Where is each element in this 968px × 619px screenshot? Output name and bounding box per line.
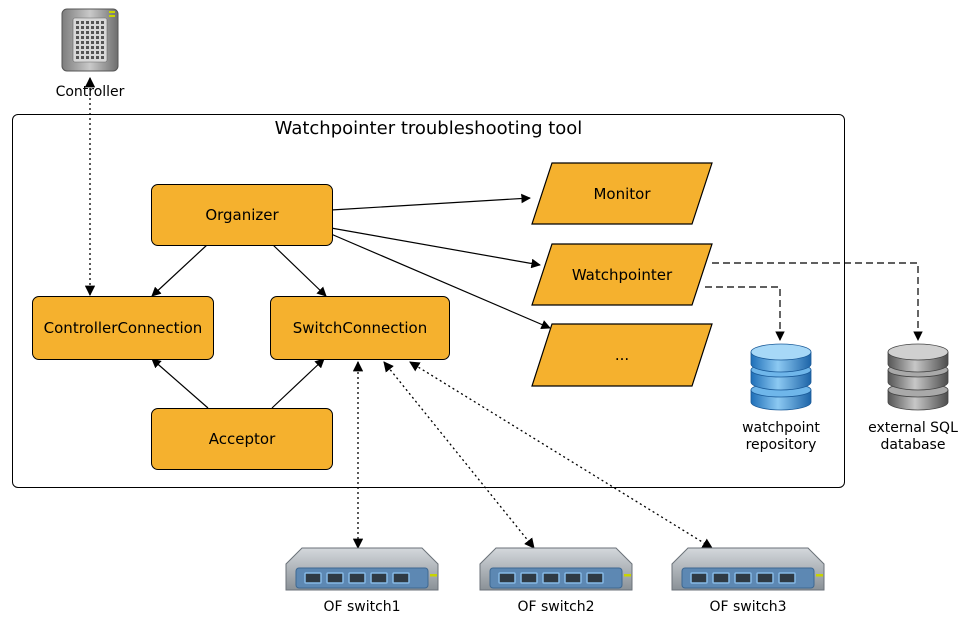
more-shape bbox=[531, 323, 713, 387]
edge-watchpointer-repository bbox=[705, 286, 785, 341]
sql-database-icon bbox=[887, 343, 949, 411]
acceptor-label: Acceptor bbox=[208, 430, 276, 448]
of-switch-1: OF switch1 bbox=[282, 546, 442, 616]
switch-label: OF switch3 bbox=[709, 599, 787, 615]
switchconnection-box: SwitchConnection bbox=[270, 296, 450, 360]
switch-icon bbox=[671, 547, 825, 591]
switch-icon bbox=[285, 547, 439, 591]
sql-database-line2: database bbox=[880, 437, 946, 453]
edge-switchconnection-switch3 bbox=[409, 361, 713, 549]
edge-acceptor-controllerconnection bbox=[151, 358, 209, 409]
of-switch-3: OF switch3 bbox=[668, 546, 828, 616]
more-label: ... bbox=[614, 346, 630, 364]
organizer-box: Organizer bbox=[151, 184, 333, 246]
edge-watchpointer-sqldb bbox=[712, 262, 923, 341]
controllerconnection-box: ControllerConnection bbox=[32, 296, 214, 360]
edge-organizer-controllerconnection bbox=[151, 243, 209, 297]
organizer-label: Organizer bbox=[205, 206, 279, 224]
edge-organizer-switchconnection bbox=[271, 243, 327, 297]
edge-organizer-watchpointer bbox=[330, 227, 541, 269]
watchpoint-repository-line2: repository bbox=[745, 437, 817, 453]
sql-database-line1: external SQL bbox=[868, 420, 958, 436]
controller-server-icon bbox=[61, 8, 119, 72]
edge-acceptor-switchconnection bbox=[271, 358, 325, 409]
watchpointer-shape bbox=[531, 243, 713, 306]
edge-organizer-more bbox=[330, 233, 551, 330]
watchpoint-repository-label: watchpoint repository bbox=[716, 420, 846, 454]
controllerconnection-label: ControllerConnection bbox=[43, 319, 203, 337]
sql-database-label: external SQL database bbox=[858, 420, 968, 454]
of-switch-2: OF switch2 bbox=[476, 546, 636, 616]
watchpoint-repository-line1: watchpoint bbox=[742, 420, 820, 436]
edge-organizer-monitor bbox=[330, 193, 531, 211]
switch-icon bbox=[479, 547, 633, 591]
watchpoint-repository-db-icon bbox=[750, 343, 812, 411]
switchconnection-label: SwitchConnection bbox=[292, 319, 428, 337]
watchpointer-label: Watchpointer bbox=[571, 265, 673, 284]
switch-label: OF switch1 bbox=[323, 599, 401, 615]
controller-label: Controller bbox=[55, 84, 125, 100]
acceptor-box: Acceptor bbox=[151, 408, 333, 470]
monitor-label: Monitor bbox=[593, 184, 651, 203]
monitor-shape bbox=[531, 162, 713, 225]
switch-label: OF switch2 bbox=[517, 599, 595, 615]
frame-title: Watchpointer troubleshooting tool bbox=[274, 118, 583, 139]
tool-frame bbox=[12, 114, 845, 488]
